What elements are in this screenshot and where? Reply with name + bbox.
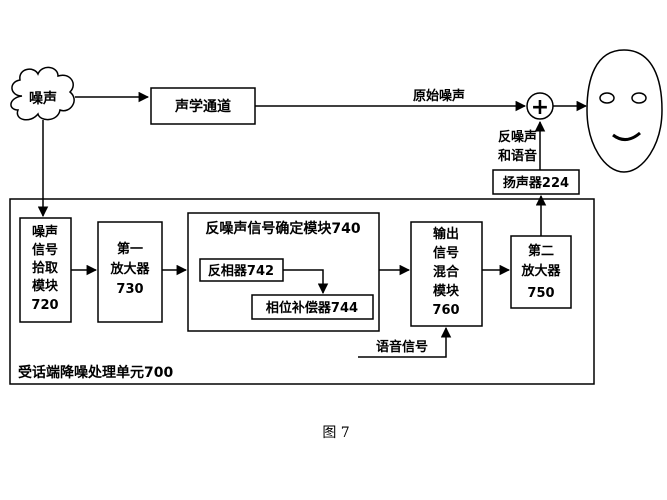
- pickup-module-box: [19, 217, 72, 323]
- pickup-module-line3: 拾取: [32, 260, 59, 276]
- amp1-line2: 放大器: [109, 261, 150, 277]
- original-noise-label: 原始噪声: [413, 88, 465, 104]
- arrow-voice-to-mixer: [358, 326, 452, 358]
- pickup-module-line2: 信号: [32, 242, 58, 258]
- mixer-line4: 模块: [433, 283, 460, 299]
- mixer-line3: 混合: [433, 264, 460, 280]
- anti-noise-module-title: 反噪声信号确定模块740: [205, 220, 360, 237]
- amp1-line1: 第一: [117, 241, 143, 257]
- anti-noise-label-line2: 和语音: [498, 148, 537, 164]
- amp1-line3: 730: [116, 282, 143, 297]
- amp2-box: [510, 235, 572, 309]
- noise-source-label: 噪声: [29, 90, 57, 107]
- amp1-box: [97, 221, 163, 323]
- pickup-module-line5: 720: [31, 298, 58, 313]
- noise-source-cloud: 噪声: [10, 66, 75, 121]
- phase-compensator-box: [251, 294, 374, 320]
- amp2-line1: 第二: [528, 243, 554, 259]
- adder-symbol: +: [531, 95, 549, 120]
- inverter-label: 反相器742: [208, 263, 274, 279]
- listener-face-icon: [586, 49, 663, 173]
- speaker-box: [492, 169, 580, 195]
- mixer-line5: 760: [432, 303, 459, 318]
- pickup-module-line1: 噪声: [32, 224, 58, 240]
- figure-caption: 图 7: [322, 425, 349, 441]
- arrow-inverter-to-compensator: [283, 269, 329, 295]
- pickup-module-line4: 模块: [32, 278, 59, 294]
- speaker-label: 扬声器224: [503, 175, 569, 191]
- voice-signal-label: 语音信号: [376, 339, 428, 355]
- amp2-line3: 750: [527, 286, 554, 301]
- mixer-box: [410, 221, 483, 327]
- anti-noise-label-line1: 反噪声: [498, 129, 537, 145]
- amp2-line2: 放大器: [520, 263, 561, 279]
- phase-compensator-label: 相位补偿器744: [266, 300, 358, 316]
- mixer-line2: 信号: [433, 245, 459, 261]
- noise-reduction-unit-box: [9, 198, 595, 385]
- adder-node: +: [526, 92, 554, 120]
- unit-title: 受话端降噪处理单元700: [18, 364, 173, 381]
- mixer-line1: 输出: [433, 226, 459, 242]
- acoustic-channel-label: 声学通道: [174, 98, 231, 115]
